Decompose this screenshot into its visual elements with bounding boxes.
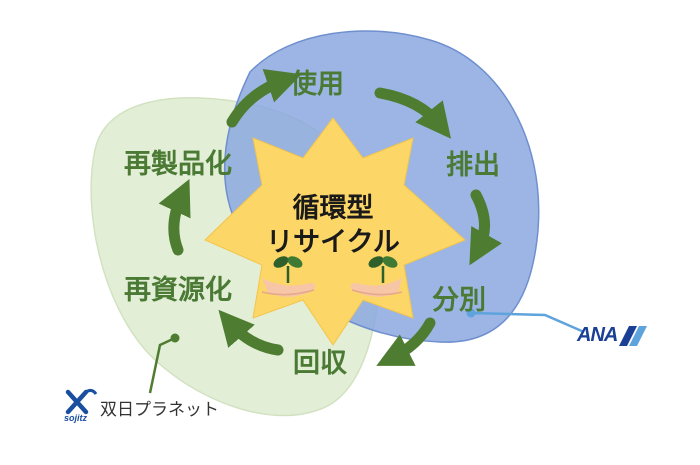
arrow-use-to-discharge <box>374 87 452 139</box>
label-discharge: 排出 <box>446 150 500 181</box>
right-hand-sprout-icon <box>350 256 403 297</box>
arrow-remanufacture-to-use <box>226 69 302 128</box>
label-collect: 回収 <box>293 348 347 379</box>
center-title-line2: リサイクル <box>266 227 400 258</box>
arrow-collect-to-recycle-material <box>218 309 284 356</box>
left-hand-sprout-icon <box>261 256 316 297</box>
arrow-sort-to-collect <box>376 317 436 366</box>
center-title-line1: 循環型 <box>292 193 374 224</box>
label-recycle-material: 再資源化 <box>124 275 232 306</box>
sojitz-logo-icon <box>65 388 98 415</box>
sojitz-logo-text: sojitz <box>64 413 88 423</box>
ana-logo-text: ANA <box>577 324 618 346</box>
ana-leader-line <box>470 311 585 334</box>
sojitz-planet-name: 双日プラネット <box>100 400 219 420</box>
label-remanufacture: 再製品化 <box>124 149 232 180</box>
arrow-discharge-to-sort <box>469 189 502 266</box>
arrow-recycle-material-to-remanufacture <box>158 179 191 256</box>
sojitz-leader-line <box>148 336 176 394</box>
label-use: 使用 <box>290 69 344 100</box>
ana-logo-mark <box>619 326 647 346</box>
label-sort: 分別 <box>432 285 486 316</box>
